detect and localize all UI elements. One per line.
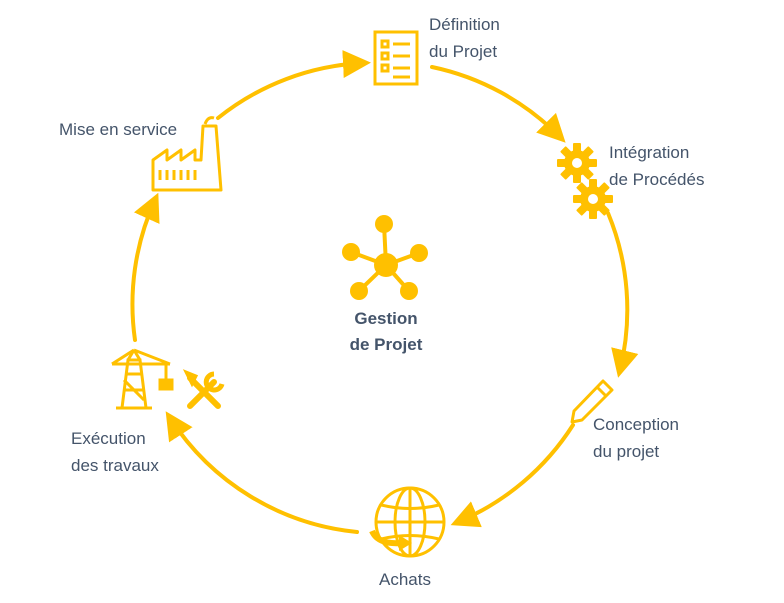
stage-miseenservice-label: Mise en service — [59, 116, 177, 143]
stage-miseenservice-line1: Mise en service — [59, 120, 178, 139]
arrow-definition-to-integration — [430, 65, 566, 143]
center-label-line2: de Projet — [349, 335, 423, 354]
crane-tools-icon — [111, 348, 225, 410]
stage-integration-line2: de Procédés — [609, 170, 705, 189]
arrow-achats-to-execution — [165, 411, 359, 534]
stage-definition-line2: du Projet — [429, 42, 498, 61]
arrow-integration-to-conception — [606, 211, 639, 378]
pencil-icon — [570, 379, 614, 424]
stage-conception-line1: Conception — [593, 415, 680, 434]
gears-icon — [557, 143, 613, 219]
stage-achats-line1: Achats — [379, 570, 431, 589]
stage-integration-label: Intégration de Procédés — [609, 139, 704, 193]
checklist-icon — [373, 30, 419, 86]
stage-execution-label: Exécution des travaux — [71, 425, 159, 479]
stage-execution-line2: des travaux — [71, 456, 159, 475]
stage-execution-line1: Exécution — [71, 429, 146, 448]
globe-arrow-icon — [369, 486, 446, 558]
center-label-line1: Gestion — [354, 309, 418, 328]
stage-definition-line1: Définition — [429, 15, 500, 34]
stage-definition-label: Définition du Projet — [429, 11, 500, 65]
stage-achats-label: Achats — [379, 566, 431, 593]
stage-integration-line1: Intégration — [609, 143, 690, 162]
factory-icon — [151, 116, 223, 192]
arrow-miseenservice-to-definition — [216, 50, 371, 120]
stage-conception-label: Conception du projet — [593, 411, 679, 465]
center-label: Gestion de Projet — [306, 306, 466, 358]
arrow-conception-to-achats — [450, 423, 575, 528]
network-hub-icon — [342, 215, 428, 300]
arrow-execution-to-miseenservice — [130, 192, 160, 342]
cycle-arrows — [130, 50, 639, 534]
stage-conception-line2: du projet — [593, 442, 660, 461]
